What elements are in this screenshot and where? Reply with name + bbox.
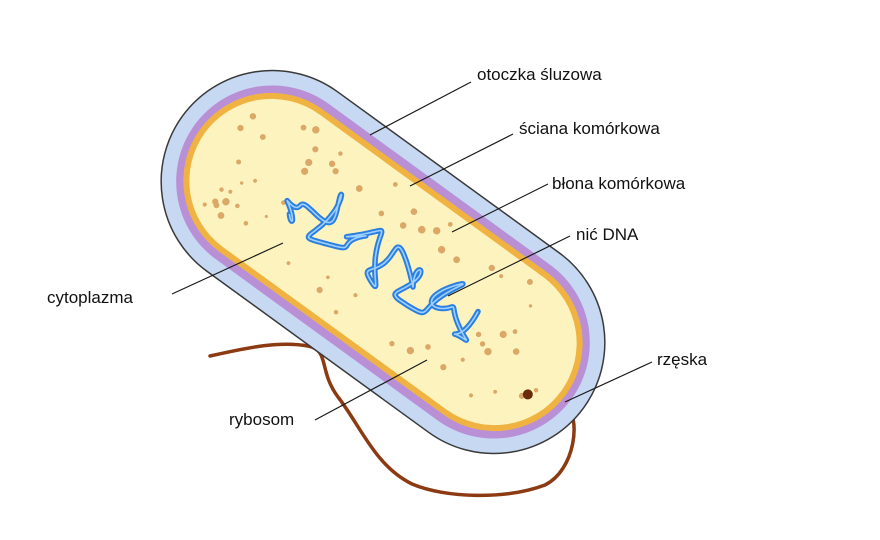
leader-flagellum — [564, 361, 653, 403]
dna-strand — [284, 191, 481, 343]
label-capsule: otoczka śluzowa — [477, 65, 602, 84]
ribosome-dot — [389, 340, 395, 347]
ribosome-dot — [512, 348, 520, 355]
ribosome-dot — [264, 214, 268, 219]
ribosome-dot — [484, 347, 492, 356]
ribosome-dot — [528, 304, 533, 308]
ribosome-dot — [468, 393, 473, 398]
ribosome-dot — [453, 256, 460, 264]
ribosome-dot — [526, 278, 533, 285]
leader-cell-membrane — [451, 183, 549, 233]
leader-cell-wall — [409, 133, 514, 187]
ribosome-dot — [432, 227, 441, 235]
ribosome-dot — [300, 124, 307, 131]
ribosome-dot — [316, 286, 323, 294]
label-flagellum: rzęska — [657, 350, 708, 369]
ribosome-dot — [217, 212, 225, 219]
ribosome-dot — [353, 293, 358, 298]
flagellum-base — [522, 389, 533, 400]
ribosome-dot — [219, 187, 224, 192]
label-dna: nić DNA — [576, 225, 639, 244]
ribosome-dot — [358, 187, 362, 192]
ribosome-dot — [512, 329, 518, 334]
ribosome-dot — [437, 246, 446, 254]
ribosome-dot — [243, 220, 249, 226]
ribosome-dot — [440, 364, 447, 371]
ribosome-dot — [410, 208, 418, 215]
ribosome-dot — [406, 346, 415, 355]
ribosome-dot — [488, 264, 495, 272]
leader-ribosome — [314, 359, 428, 421]
ribosome-dot — [236, 159, 242, 165]
ribosome-dot — [249, 113, 257, 120]
ribosome-dot — [202, 202, 207, 207]
label-cytoplasm: cytoplazma — [47, 288, 134, 307]
leader-cytoplasm — [171, 242, 284, 295]
ribosome-dot — [305, 158, 313, 167]
ribosome-dot — [239, 181, 244, 185]
ribosome-dot — [399, 222, 407, 229]
ribosome-dot — [253, 178, 257, 183]
ribosome-dot — [328, 160, 336, 168]
ribosome-dot — [479, 341, 486, 347]
ribosome-dot — [213, 202, 220, 209]
ribosome-dot — [235, 203, 240, 209]
ribosome-dot — [326, 275, 330, 280]
ribosome-dot — [499, 330, 507, 338]
ribosome-dot — [460, 357, 465, 362]
label-cell-wall: ściana komórkowa — [519, 119, 660, 138]
ribosome-dot — [392, 182, 398, 187]
ribosome-dot — [259, 134, 266, 140]
leader-dna — [447, 235, 571, 297]
ribosome-dot — [228, 189, 233, 194]
ribosome-dot — [475, 331, 482, 338]
bacterial-cell — [160, 69, 606, 455]
label-ribosome: rybosom — [229, 410, 294, 429]
leader-capsule — [369, 81, 472, 136]
ribosome-dot — [312, 146, 319, 153]
ribosome-dot — [533, 387, 539, 393]
ribosome-dot — [286, 261, 291, 266]
ribosome-dot — [222, 198, 230, 206]
ribosome-dot — [301, 167, 309, 175]
ribosome-dot — [499, 274, 504, 279]
ribosome-dot — [417, 225, 426, 234]
ribosome-dot — [425, 344, 431, 350]
ribosome-dot — [312, 126, 320, 134]
ribosome-dot — [338, 151, 343, 156]
ribosome-dot — [447, 221, 453, 227]
label-cell-membrane: błona komórkowa — [552, 174, 686, 193]
ribosome-dot — [493, 389, 498, 394]
ribosome-dot — [332, 168, 339, 175]
ribosome-dot — [237, 124, 244, 132]
ribosome-dot — [333, 309, 339, 315]
ribosome-dot — [378, 210, 385, 217]
dna-strand-highlight — [286, 193, 479, 341]
